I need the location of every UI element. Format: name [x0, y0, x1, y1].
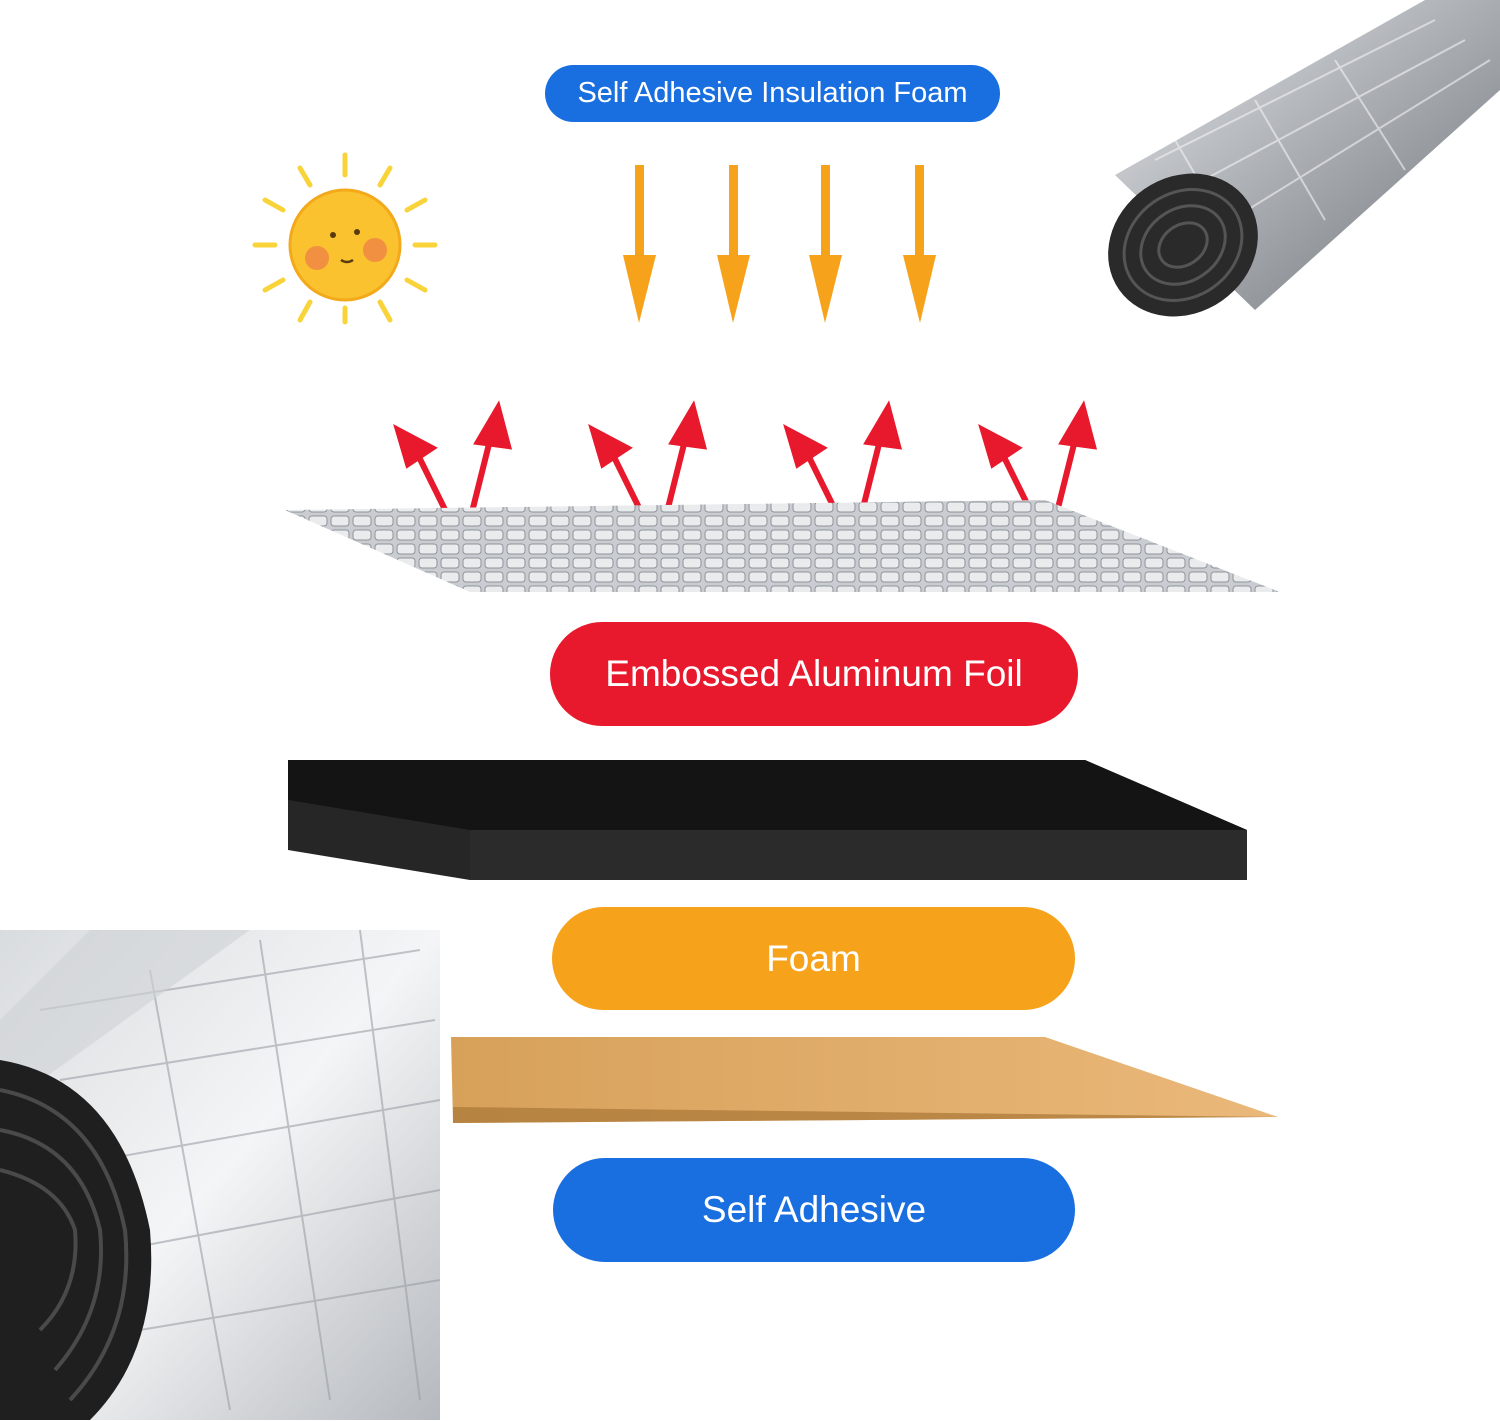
heat-reflect-arrows — [393, 400, 1098, 542]
sun-icon — [252, 152, 438, 325]
heat-down-arrows — [623, 165, 936, 323]
foam-layer — [288, 760, 1247, 880]
foil-layer — [285, 500, 1280, 592]
adhesive-label: Self Adhesive — [553, 1158, 1075, 1262]
title-label: Self Adhesive Insulation Foam — [545, 65, 1000, 122]
foil-label: Embossed Aluminum Foil — [550, 622, 1078, 726]
adhesive-layer — [451, 1037, 1278, 1123]
foil-roll-closeup-image — [0, 929, 441, 1420]
foam-label: Foam — [552, 907, 1075, 1010]
foil-roll-image — [1108, 0, 1500, 317]
